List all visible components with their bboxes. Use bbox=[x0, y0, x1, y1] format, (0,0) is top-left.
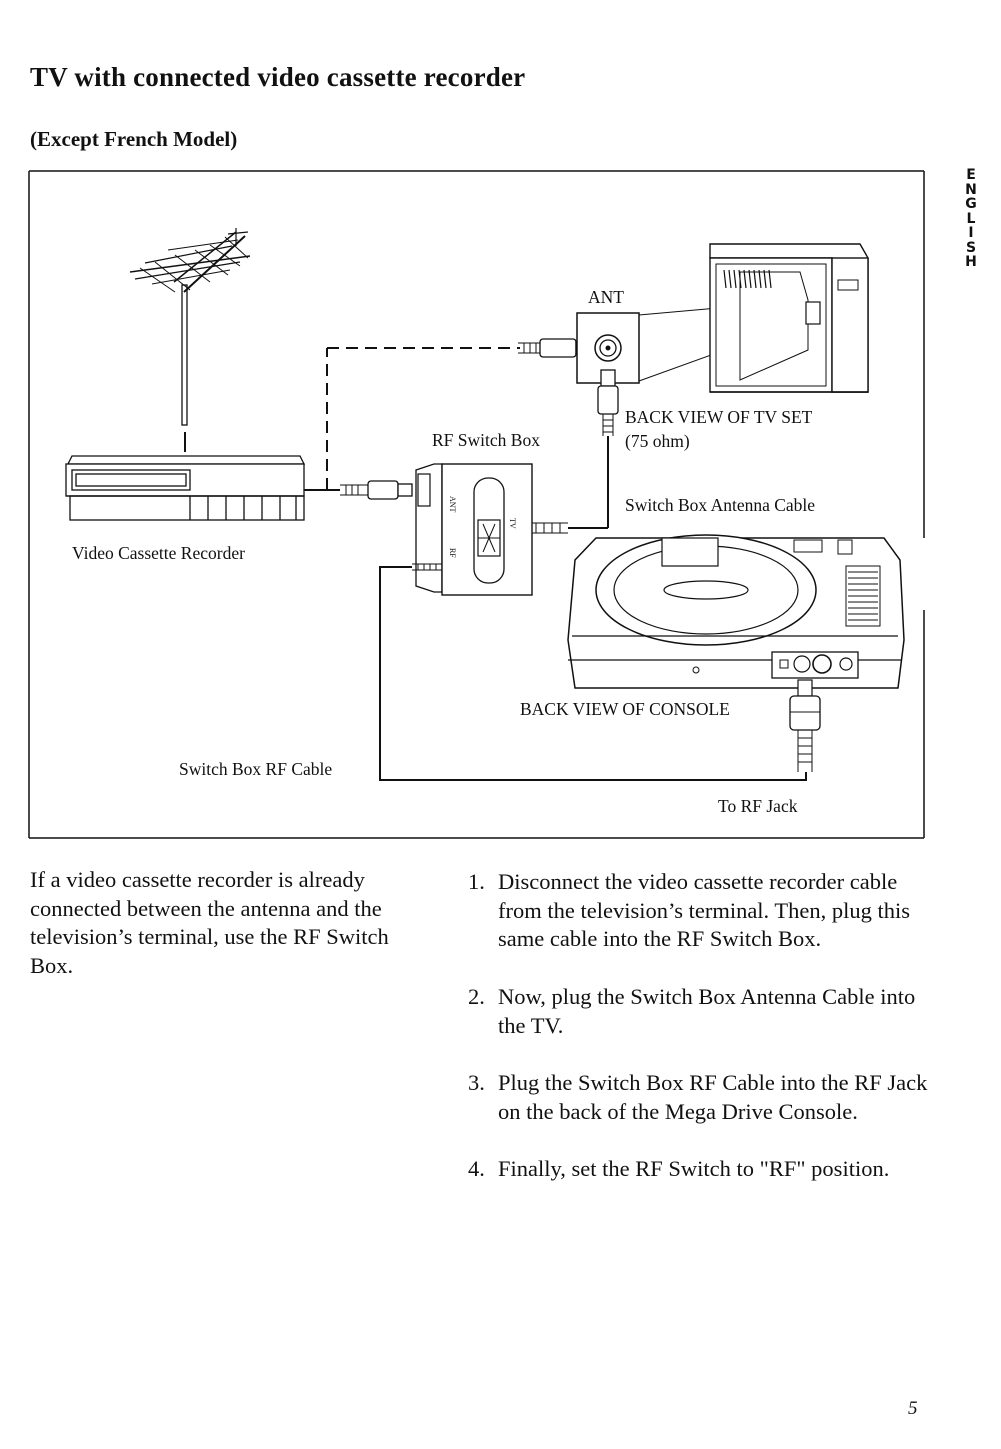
side-tab-letter: S bbox=[965, 239, 977, 256]
switch-box-rf-cable bbox=[379, 563, 807, 781]
vcr-icon bbox=[65, 432, 306, 521]
page-subtitle: (Except French Model) bbox=[30, 127, 238, 151]
ant-label: ANT bbox=[588, 287, 624, 307]
list-item: 3. Plug the Switch Box RF Cable into the… bbox=[468, 1069, 938, 1126]
step-text: Disconnect the video cassette recorder c… bbox=[498, 869, 911, 952]
switch-ant-marking: ANT bbox=[448, 496, 457, 513]
ohm-label: (75 ohm) bbox=[625, 431, 690, 451]
rf-switch-box-label: RF Switch Box bbox=[432, 430, 540, 450]
antenna-icon bbox=[129, 228, 251, 426]
diagram-frame bbox=[28, 170, 925, 839]
step-number: 1. bbox=[468, 869, 485, 894]
intro-paragraph: If a video cassette recorder is already … bbox=[30, 867, 389, 979]
step-number: 4. bbox=[468, 1155, 485, 1181]
page-title: TV with connected video cassette recorde… bbox=[30, 62, 526, 92]
side-tab-letter: L bbox=[966, 210, 976, 227]
step-number: 3. bbox=[468, 1069, 485, 1095]
vcr-label: Video Cassette Recorder bbox=[72, 543, 245, 563]
console-icon bbox=[567, 534, 905, 689]
side-tab-letter: H bbox=[965, 254, 977, 270]
vcr-cable bbox=[304, 480, 413, 500]
page-number: 5 bbox=[908, 1398, 918, 1419]
switch-box-antenna-cable-label: Switch Box Antenna Cable bbox=[625, 495, 816, 515]
step-text: Plug the Switch Box RF Cable into the RF… bbox=[498, 1069, 928, 1124]
language-side-tab: E N G L I S H bbox=[960, 168, 982, 270]
rf-switch-box-icon bbox=[415, 463, 533, 596]
list-item: 4. Finally, set the RF Switch to "RF" po… bbox=[468, 1155, 938, 1184]
side-tab-letter: I bbox=[968, 225, 974, 241]
tv-set-icon bbox=[709, 243, 869, 393]
original-vcr-cable-dashed bbox=[326, 347, 520, 490]
back-view-console-label: BACK VIEW OF CONSOLE bbox=[520, 699, 730, 719]
back-view-tv-label: BACK VIEW OF TV SET bbox=[625, 407, 813, 427]
list-item: 2. Now, plug the Switch Box Antenna Cabl… bbox=[468, 983, 938, 1040]
switch-rf-marking: RF bbox=[448, 548, 457, 558]
to-rf-jack-label: To RF Jack bbox=[718, 796, 798, 816]
switch-box-rf-cable-label: Switch Box RF Cable bbox=[179, 759, 333, 779]
rf-jack-plug bbox=[789, 679, 821, 772]
instruction-steps: 1. Disconnect the video cassette recorde… bbox=[468, 868, 938, 1212]
switch-box-antenna-cable bbox=[532, 436, 609, 534]
side-tab-letter: E bbox=[966, 167, 976, 183]
side-tab-letter: G bbox=[965, 196, 977, 212]
step-number: 2. bbox=[468, 983, 485, 1009]
tv-antenna-terminal bbox=[576, 312, 640, 436]
switch-tv-marking: TV bbox=[508, 518, 517, 529]
step-text: Now, plug the Switch Box Antenna Cable i… bbox=[498, 983, 916, 1038]
side-tab-letter: N bbox=[965, 181, 977, 198]
ant-connector bbox=[518, 338, 587, 358]
step-text: Finally, set the RF Switch to "RF" posit… bbox=[498, 1155, 890, 1181]
list-item: 1. Disconnect the video cassette recorde… bbox=[468, 868, 938, 954]
